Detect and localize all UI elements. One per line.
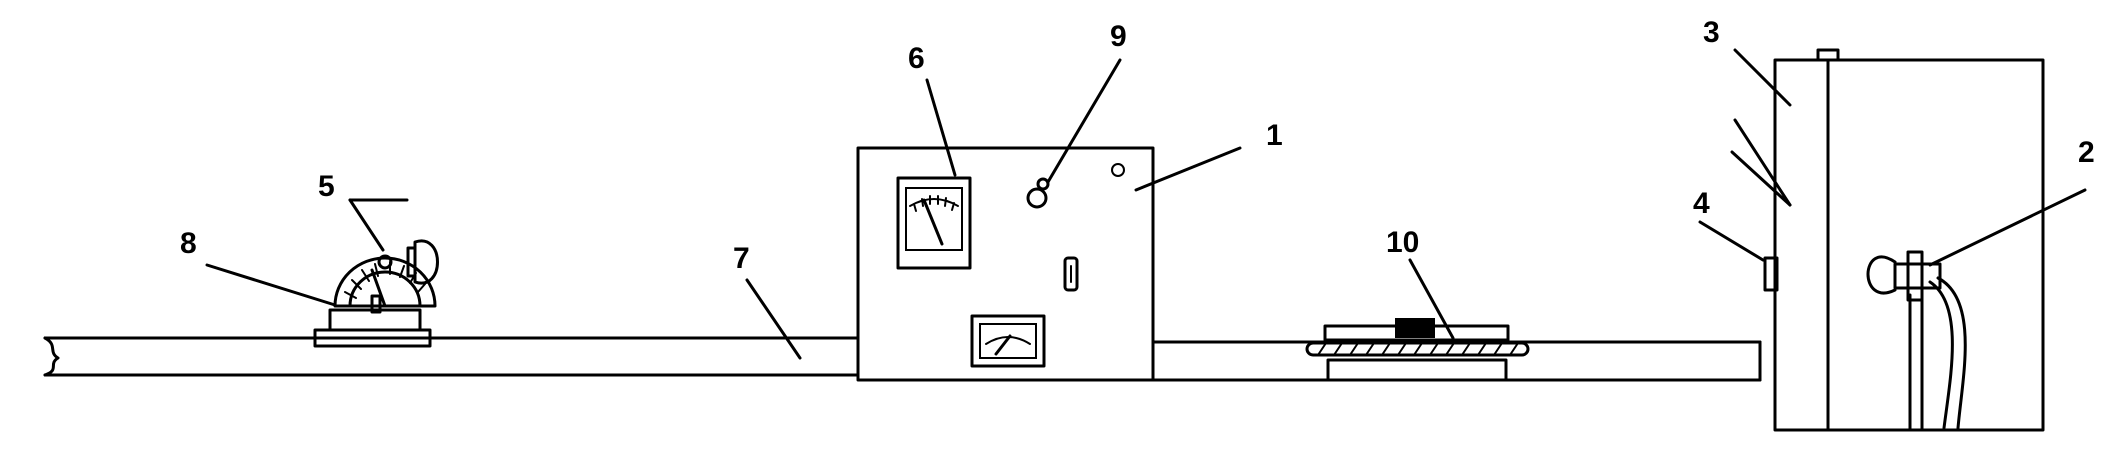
selector-knob [1026,177,1050,209]
photodetector [1866,250,1967,432]
label-7: 7 [733,242,750,275]
rail-bench [43,336,1762,382]
protractor-dial [333,254,437,308]
label-4: 4 [1693,187,1710,220]
lead-screw [1305,341,1530,357]
goniometer-stand [313,294,432,348]
lower-meter [970,314,1046,368]
label-9: 9 [1110,20,1127,53]
upper-meter [896,176,972,270]
label-2: 2 [2078,136,2095,169]
label-3: 3 [1703,16,1720,49]
label-8: 8 [180,227,197,260]
labels: 1 2 3 4 5 6 7 8 9 10 [180,16,2095,275]
leader-lines [205,48,2087,360]
label-6: 6 [908,42,925,75]
label-5: 5 [318,170,335,203]
entrance-window [1763,256,1779,292]
label-10: 10 [1386,226,1419,259]
light-source-lamp [406,239,439,285]
sliding-carriage [1323,318,1510,382]
control-box [856,146,1155,382]
label-1: 1 [1266,119,1283,152]
